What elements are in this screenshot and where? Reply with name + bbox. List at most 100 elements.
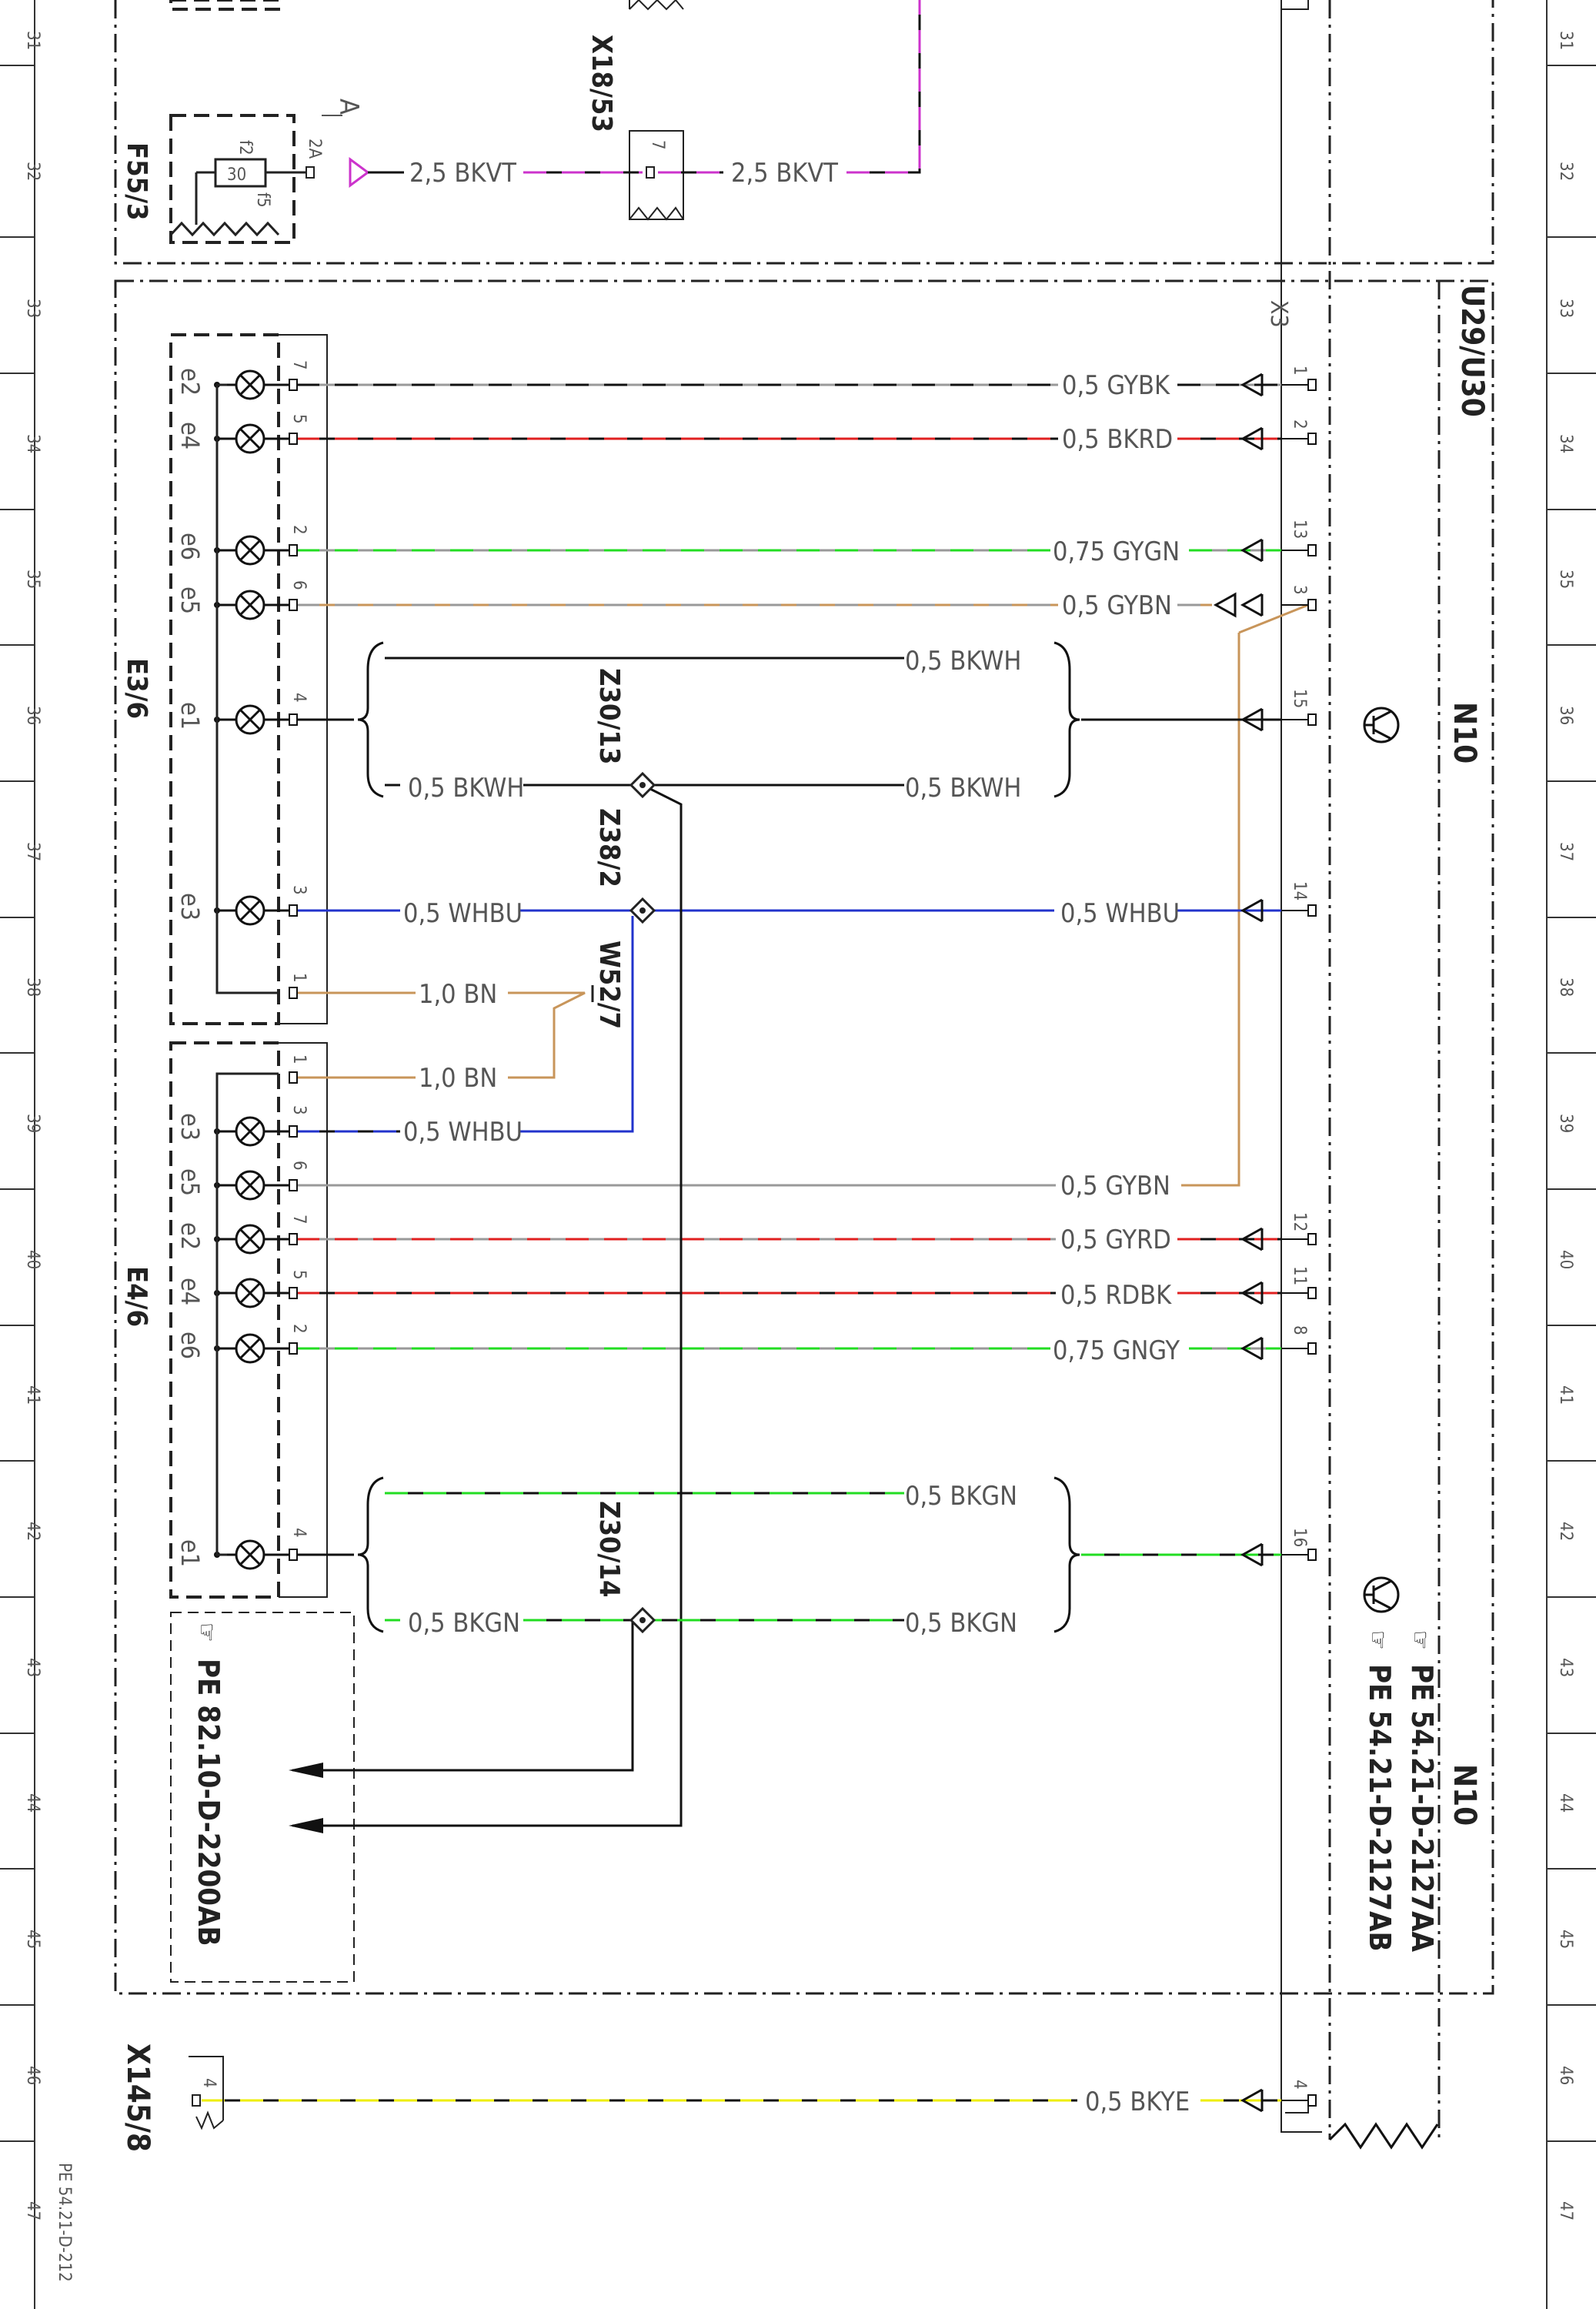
row-number: 36 (23, 706, 42, 725)
connector-x145-8: 4 X145/8 (120, 2043, 224, 2152)
row-number: 32 (1556, 162, 1575, 181)
pin-number: 4 (289, 693, 309, 703)
pin-number: 1 (289, 1054, 309, 1064)
n10-bottom-label: N10 (1447, 1764, 1482, 1826)
wire-label: 1,0 BN (419, 979, 497, 1010)
x3-pin-arrow (1240, 1227, 1317, 1251)
wire-gybn-riser (1181, 633, 1240, 1187)
wire-label: 0,5 WHBU (1060, 898, 1180, 929)
row-number: 31 (1556, 31, 1575, 50)
pin-number: 7 (289, 360, 309, 370)
brace-right (1053, 641, 1080, 798)
pe-right-ref-a: PE 54.21-D-2127AA (1405, 1664, 1439, 1953)
n10-top-label: N10 (1447, 702, 1482, 764)
wire-label: 0,5 RDBK (1060, 1280, 1172, 1311)
fuse-pin-in: f2 (235, 140, 255, 155)
lamp-name: e3 (175, 1113, 205, 1141)
pe-left-ref: PE 82.10-D-2200AB (192, 1659, 225, 1946)
e36-pins: 7 5 2 6 4 3 1 (289, 360, 309, 983)
wire-label: 2,5 BKVT (731, 158, 838, 189)
row-number: 37 (23, 842, 42, 861)
u29-label: U29/U30 (1454, 285, 1490, 417)
row-number: 39 (23, 1114, 42, 1133)
fuse-f55-3: 30 f2 f5 2A A F55/3 (121, 99, 370, 237)
wire-label: 0,5 GYBK (1062, 370, 1170, 401)
x3-label: X3 (1265, 300, 1292, 328)
x3-pin-arrow (1240, 707, 1317, 732)
pin-number: 7 (289, 1215, 309, 1225)
pin-terminal (289, 987, 298, 999)
pin-number: 15 (1290, 689, 1309, 708)
e46-pins: 1 3 6 7 5 2 4 (289, 1054, 309, 1538)
e46-label: E4/6 (121, 1266, 152, 1327)
e36-label: E3/6 (121, 658, 152, 719)
row-number: 35 (1556, 570, 1575, 589)
fuse-label: F55/3 (121, 142, 152, 221)
wire-label: 0,5 BKWH (905, 773, 1021, 804)
wire-bn (508, 991, 586, 1079)
fuse-box (169, 114, 295, 244)
x3-arrows (1213, 373, 1317, 2113)
lamp-icon (214, 1170, 298, 1201)
row-number: 34 (23, 434, 42, 453)
row-number: 46 (1556, 2066, 1575, 2085)
x18-label: X18/53 (586, 35, 617, 132)
pin-number: 4 (289, 1528, 309, 1538)
x3-pin-arrow (1240, 593, 1317, 617)
row-number: 37 (1556, 842, 1575, 861)
splices (591, 771, 656, 1634)
z382-label: Z38/2 (593, 808, 625, 887)
lamp-name: e3 (175, 893, 205, 921)
row-number: 33 (23, 299, 42, 318)
pin-number: 8 (1290, 1325, 1309, 1335)
pin-number: 2 (289, 525, 309, 535)
wire-gybn-riser (1238, 603, 1309, 634)
row-number: 47 (1556, 2201, 1575, 2220)
lamp-icon (214, 895, 298, 926)
x145-pin: 4 (199, 2078, 219, 2088)
z3014-label: Z30/14 (593, 1501, 625, 1597)
wire-label: 0,5 BKGN (905, 1608, 1017, 1639)
gybn-arrow (1213, 592, 1237, 618)
wire-label: 0,5 BKGN (905, 1481, 1017, 1512)
row-number: 41 (1556, 1385, 1575, 1405)
pin-number: 1 (1290, 366, 1309, 376)
lamp-name: e6 (175, 533, 205, 560)
connector-strips (279, 0, 1322, 2133)
row-number: 47 (23, 2201, 42, 2220)
pin-number: 5 (289, 1270, 309, 1280)
row-number: 33 (1556, 299, 1575, 318)
row-number: 46 (23, 2066, 42, 2085)
x18-pin: 7 (648, 140, 667, 150)
lamp-bus (215, 383, 279, 1556)
wire-label: 0,5 BKWH (905, 646, 1021, 677)
enclosures (114, 0, 1494, 2140)
lamp-icon (214, 1333, 298, 1364)
row-number: 43 (23, 1658, 42, 1677)
pin-number: 6 (289, 1161, 309, 1171)
row-number: 44 (1556, 1793, 1575, 1813)
w527-label: W52/7 (593, 941, 625, 1029)
brace-left (357, 1476, 384, 1633)
pe-right-hand-icon: ☞ (1364, 1630, 1393, 1650)
z3013-label: Z30/13 (593, 668, 625, 764)
row-number: 40 (1556, 1250, 1575, 1269)
wire-label: 0,5 BKGN (408, 1608, 520, 1639)
right-ruler (1546, 0, 1596, 2309)
x3-pins: 1 2 13 3 15 14 12 11 8 16 4 (1290, 366, 1309, 2090)
pe-right-hand-icon: ☞ (1406, 1630, 1435, 1650)
pin-number: 3 (289, 1105, 309, 1115)
wire-bkwh-drop (292, 784, 683, 1827)
pin-number: 12 (1290, 1212, 1309, 1231)
pin-number: 16 (1290, 1528, 1309, 1547)
pin-number: 5 (289, 414, 309, 424)
row-number: 38 (23, 977, 42, 997)
pin-number: 4 (1290, 2080, 1309, 2090)
x3-pin-arrow (1240, 1542, 1317, 1567)
row-number: 31 (23, 31, 42, 50)
lamp-name: e1 (175, 1539, 205, 1567)
lamp-icon (214, 1116, 298, 1147)
wire-label: 0,5 WHBU (403, 898, 523, 929)
pin-number: 3 (1290, 585, 1309, 595)
